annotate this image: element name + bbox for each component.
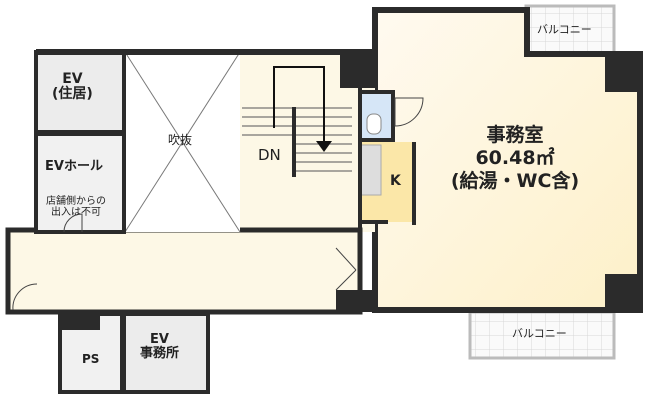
ev-hall-label: EVホール	[45, 159, 103, 174]
stairs-dn-label: DN	[258, 146, 281, 164]
ev-residence-line1: EV	[62, 71, 83, 87]
ev-residence-line2: (住居)	[52, 86, 93, 103]
office-name: 事務室	[486, 124, 544, 146]
staircase	[242, 66, 352, 177]
ev-hall-room	[34, 132, 126, 234]
balcony-bottom-label: バルコニー	[512, 327, 567, 340]
balcony-bottom	[468, 310, 616, 360]
ev-hall-note-line2: 出入は不可	[51, 207, 101, 218]
office-label: 事務室 60.48㎡ (給湯・WC含)	[440, 124, 590, 192]
ev-office-line2: 事務所	[140, 346, 180, 362]
ev-hall-note-line1: 店舗側からの	[46, 196, 106, 207]
ev-residence-label: EV(住居)	[52, 71, 93, 103]
ev-residence-room	[34, 50, 126, 134]
corridor-floor	[5, 227, 363, 315]
ev-office-line1: EV	[150, 332, 169, 347]
ev-hall-note: 店舗側からの出入は不可	[46, 196, 106, 218]
balcony-top-label: バルコニー	[537, 23, 592, 36]
kitchen-label: K	[390, 173, 401, 189]
office-area: 60.48㎡	[475, 146, 555, 169]
ps-label: PS	[82, 352, 100, 366]
ev-office-room	[122, 312, 210, 394]
office-note: (給湯・WC含)	[450, 169, 580, 192]
atrium-label: 吹抜	[168, 133, 193, 147]
